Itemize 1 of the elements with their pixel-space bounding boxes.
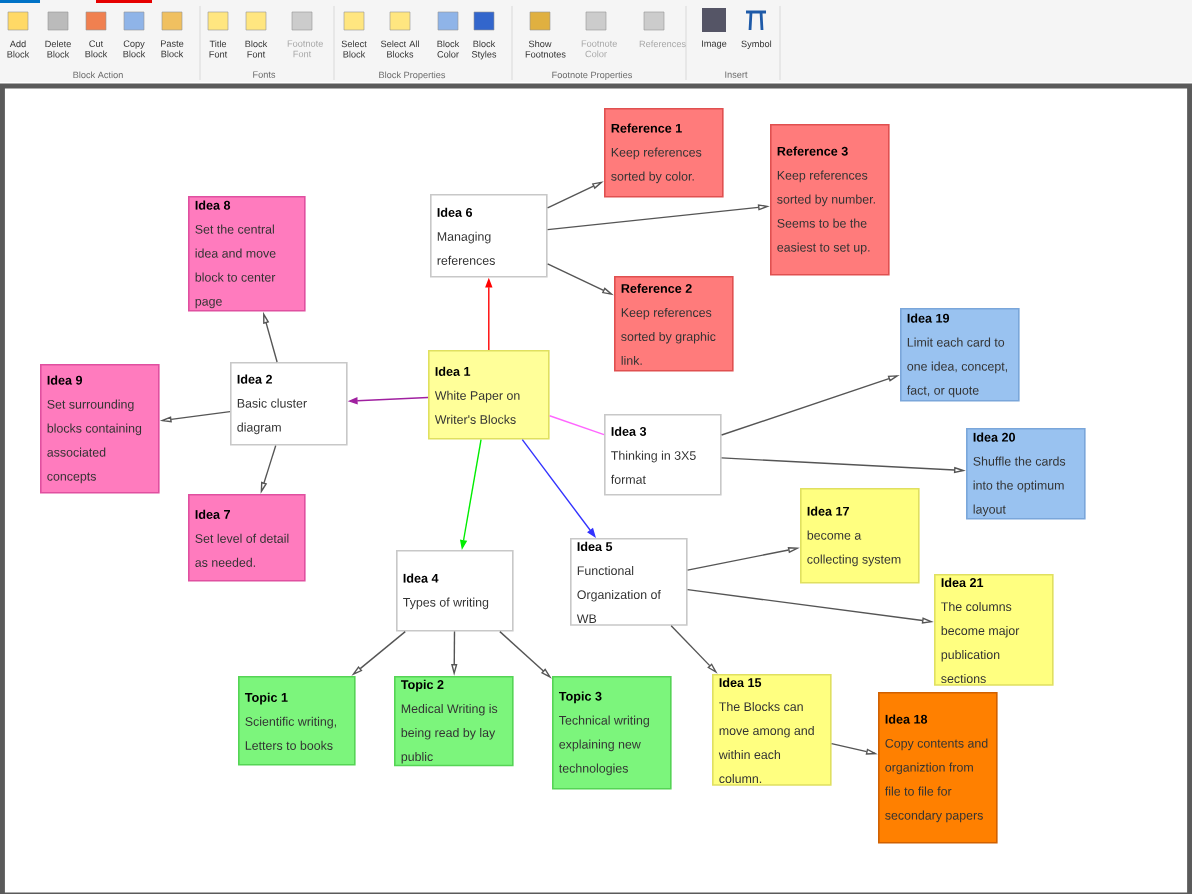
connector xyxy=(548,415,605,436)
